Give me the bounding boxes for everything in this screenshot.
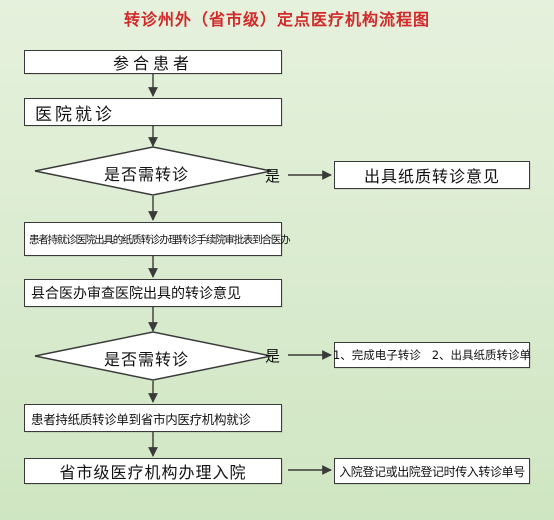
decision-diamond-1 <box>34 146 272 196</box>
node-admit-label: 省市级医疗机构办理入院 <box>59 463 247 482</box>
node-hospital-visit: 医院就诊 <box>24 98 282 126</box>
node-admit: 省市级医疗机构办理入院 <box>24 458 282 484</box>
node-apply-label: 患者持就诊医院出具的纸质转诊办理转诊手续院审批表到合医办 <box>29 233 291 246</box>
decision-diamond-2 <box>34 331 272 381</box>
node-visit-label: 患者持纸质转诊单到省市内医疗机构就诊 <box>31 411 251 427</box>
decision2-label: 是否需转诊 <box>104 350 190 369</box>
node-review: 县合医办审查医院出具的转诊意见 <box>24 279 282 307</box>
decision1-yes-label: 是 <box>265 167 281 185</box>
node-out3: 入院登记或出院登记时传入转诊单号 <box>334 458 530 484</box>
node-apply: 患者持就诊医院出具的纸质转诊办理转诊手续院审批表到合医办 <box>24 222 291 256</box>
decision2-yes-label: 是 <box>265 347 281 365</box>
node-out1-label: 出具纸质转诊意见 <box>363 167 500 186</box>
node-out2: 1、完成电子转诊 2、出具纸质转诊单 <box>332 342 532 368</box>
node-out3-label: 入院登记或出院登记时传入转诊单号 <box>339 464 525 479</box>
node-start-label: 参合患者 <box>112 54 193 73</box>
decision1-label: 是否需转诊 <box>104 165 190 184</box>
node-start: 参合患者 <box>24 50 282 74</box>
node-visit: 患者持纸质转诊单到省市内医疗机构就诊 <box>24 404 282 432</box>
node-hospital-visit-label: 医院就诊 <box>35 104 115 125</box>
node-out1: 出具纸质转诊意见 <box>334 161 530 189</box>
node-out2-label: 1、完成电子转诊 2、出具纸质转诊单 <box>332 348 532 362</box>
node-review-label: 县合医办审查医院出具的转诊意见 <box>31 286 241 302</box>
page-title: 转诊州外（省市级）定点医疗机构流程图 <box>123 10 430 29</box>
